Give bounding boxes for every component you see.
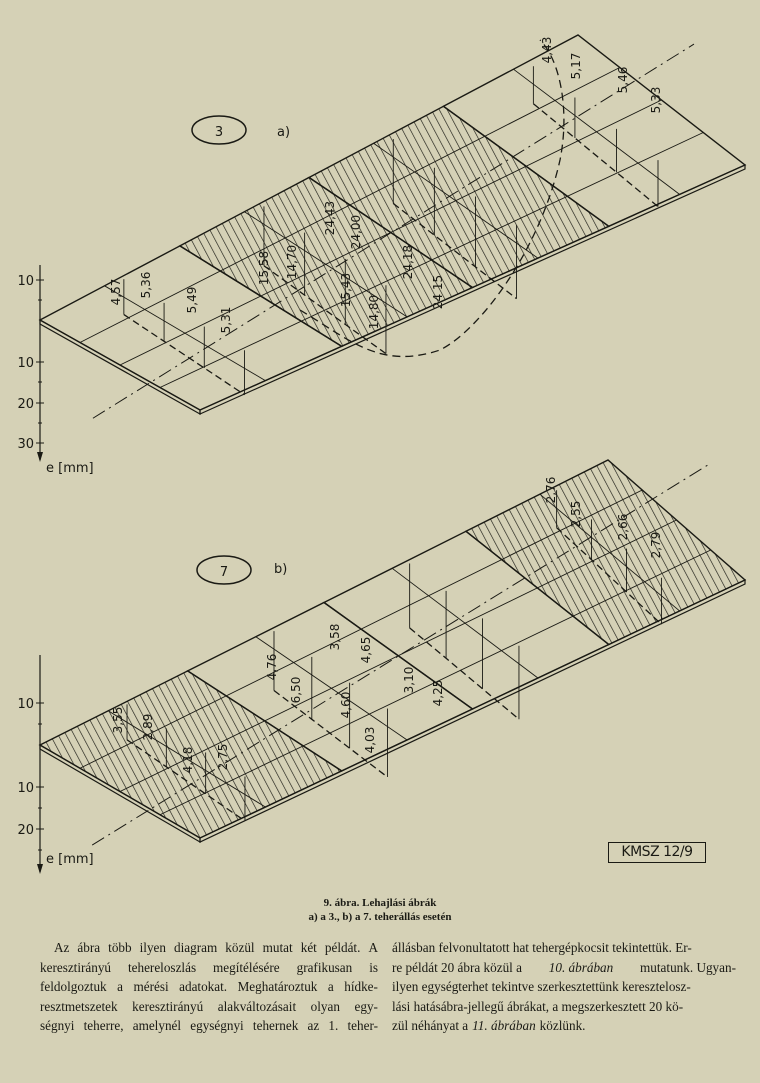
centerline: [92, 43, 695, 419]
section-line: [513, 68, 680, 195]
value-label: 15,43: [339, 273, 353, 307]
section-line: [391, 567, 539, 679]
figure-stamp: KMSZ 12/9: [608, 842, 706, 863]
deflection-curve: [123, 314, 245, 396]
svg-text:10: 10: [17, 274, 34, 289]
axis-b: 10 10 20 e [mm]: [17, 655, 94, 874]
value-label: 2,75: [216, 744, 230, 771]
value-label: 5,33: [649, 87, 663, 114]
value-label: 14,80: [367, 295, 381, 329]
value-label: 24,43: [323, 201, 337, 235]
values-a: 4,57 5,36 5,49 5,31 15,58 14,70 24,43 24…: [109, 37, 663, 334]
value-label: 3,55: [111, 707, 125, 734]
value-label: 4,65: [359, 637, 373, 664]
deflection-curve: [126, 739, 246, 822]
deflection-curve: [532, 103, 659, 208]
value-label: 5,31: [219, 307, 233, 334]
value-label: 24 15: [431, 275, 445, 309]
value-label: 3,58: [328, 624, 342, 651]
value-label: 6,50: [289, 677, 303, 704]
svg-text:10: 10: [17, 356, 34, 371]
value-label: 4,76: [265, 654, 279, 681]
section-line: [255, 636, 408, 741]
girder-line: [159, 549, 711, 816]
section-line: [104, 285, 266, 381]
svg-text:10: 10: [17, 697, 34, 712]
value-label: 2,79: [649, 532, 663, 559]
centerline: [91, 463, 711, 846]
deflection-curve: [273, 689, 388, 778]
value-label: 24,00: [349, 215, 363, 249]
svg-text:3: 3: [215, 125, 223, 140]
section-line: [539, 493, 680, 612]
figure-caption-subtitle: a) a 3., b) a 7. teherállás esetén: [308, 911, 452, 923]
girder-line: [119, 519, 677, 792]
value-label: 5,17: [569, 53, 583, 80]
text-line: lási hatásábra-jellegű ábrákat, a megsze…: [392, 998, 684, 1014]
text-line: állásban felvonultatott hat tehergépkocs…: [392, 940, 692, 955]
load-position-marker-b: 7: [196, 555, 252, 585]
deflection-figure: 3 a) 10 10 20 30 e [mm] 4,57 5,36 5,49 5…: [17, 34, 747, 874]
axis-label-b: e [mm]: [46, 852, 94, 867]
axis-label-a: e [mm]: [46, 461, 94, 476]
section-line: [244, 211, 408, 318]
deflection-curve: [556, 527, 662, 625]
panel-label-b: b): [274, 562, 287, 577]
svg-text:20: 20: [17, 823, 34, 838]
value-label: 2,89: [141, 714, 155, 741]
value-label: 2,76: [544, 477, 558, 504]
svg-text:30: 30: [17, 437, 34, 452]
svg-text:7: 7: [220, 565, 228, 580]
svg-text:20: 20: [17, 397, 34, 412]
plate-section: [464, 459, 747, 646]
value-label: 4,43: [540, 37, 554, 64]
section-line: [107, 710, 266, 808]
value-label: 15,58: [257, 251, 271, 285]
value-label: 4,25: [431, 680, 445, 707]
value-label: 2,66: [616, 514, 630, 541]
text-line: ilyen egységterhet tekintve szerkesztett…: [392, 979, 691, 995]
svg-text:10: 10: [17, 781, 34, 796]
girder-line: [79, 489, 643, 769]
deflection-curve: [392, 202, 517, 300]
girder-line: [79, 67, 620, 343]
axis-a: 10 10 20 30 e [mm]: [17, 265, 94, 476]
load-position-marker-a: 3: [191, 115, 247, 145]
panel-a-diagram: [38, 34, 747, 419]
value-label: 4,57: [109, 279, 123, 306]
figure-reference: 11. ábrában: [472, 1018, 536, 1034]
value-label: 3,10: [402, 667, 416, 694]
figure-caption-title: 9. ábra. Lehajlási ábrák: [323, 897, 437, 909]
value-label: 24,18: [401, 245, 415, 279]
panel-label-a: a): [277, 125, 290, 140]
deflection-envelope: [299, 39, 565, 358]
panel-b-diagram: [38, 459, 747, 846]
value-label: 5,46: [616, 67, 630, 94]
plate-section: [442, 34, 747, 228]
section-line: [373, 142, 539, 259]
value-label: 4,60: [339, 692, 353, 719]
value-label: 2,55: [569, 501, 583, 528]
value-label: 14,70: [285, 245, 299, 279]
deflection-curve: [409, 627, 520, 720]
value-label: 4,03: [363, 727, 377, 754]
value-label: 5,36: [139, 272, 153, 299]
value-label: 5,49: [185, 287, 199, 314]
figure-reference: 10. ábrában: [548, 959, 614, 975]
body-column-2: állásban felvonultatott hat tehergépkocs…: [392, 938, 736, 1036]
value-label: 4,18: [181, 747, 195, 774]
deflection-curve: [263, 265, 387, 355]
values-b: 3,55 2,89 4,18 2,75 4,76 6,50 3,58 4,65 …: [111, 477, 663, 774]
girder-line: [159, 132, 704, 388]
